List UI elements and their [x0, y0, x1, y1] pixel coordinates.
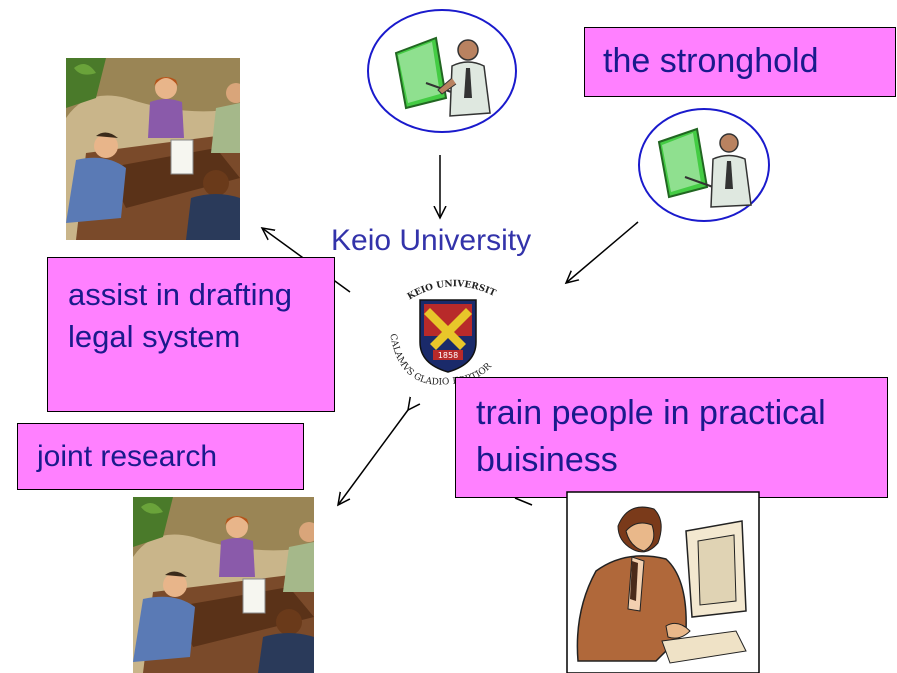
- lecturer-clipart-icon: [367, 9, 517, 133]
- keio-emblem: KEIO UNIVERSITY CALAMVS GLADIO FORTIOR 1…: [378, 272, 518, 396]
- label-stronghold: the stronghold: [584, 27, 896, 97]
- label-train-people: train people in practical buisiness: [455, 377, 888, 498]
- keio-university-title: Keio University: [331, 224, 532, 257]
- label-assist-drafting: assist in drafting legal system: [47, 257, 335, 412]
- keio-emblem-icon: KEIO UNIVERSITY CALAMVS GLADIO FORTIOR 1…: [378, 272, 497, 388]
- label-train-people-text: train people in practical buisiness: [476, 394, 826, 479]
- lecturer-circle-right: [637, 107, 771, 223]
- label-joint-research: joint research: [17, 423, 304, 490]
- meeting-clipart-icon: [66, 58, 240, 240]
- label-joint-research-text: joint research: [37, 440, 218, 473]
- svg-text:KEIO UNIVERSITY: KEIO UNIVERSITY: [378, 272, 497, 302]
- svg-text:1858: 1858: [438, 351, 458, 360]
- lecturer-circle-top: [366, 8, 518, 134]
- businessman-computer-clipart: [566, 491, 760, 673]
- lecturer-clipart-icon: [638, 108, 770, 222]
- arrow-train: [514, 497, 533, 506]
- arrow-joint-research: [338, 410, 408, 505]
- arrow-right-to-keio: [566, 221, 639, 283]
- meeting-clipart-bottom: [133, 497, 314, 673]
- meeting-clipart-icon: [133, 497, 314, 673]
- label-assist-drafting-text: assist in drafting legal system: [68, 277, 292, 354]
- meeting-clipart-top: [66, 58, 240, 240]
- businessman-computer-clipart-icon: [566, 491, 760, 673]
- label-stronghold-text: the stronghold: [603, 42, 819, 80]
